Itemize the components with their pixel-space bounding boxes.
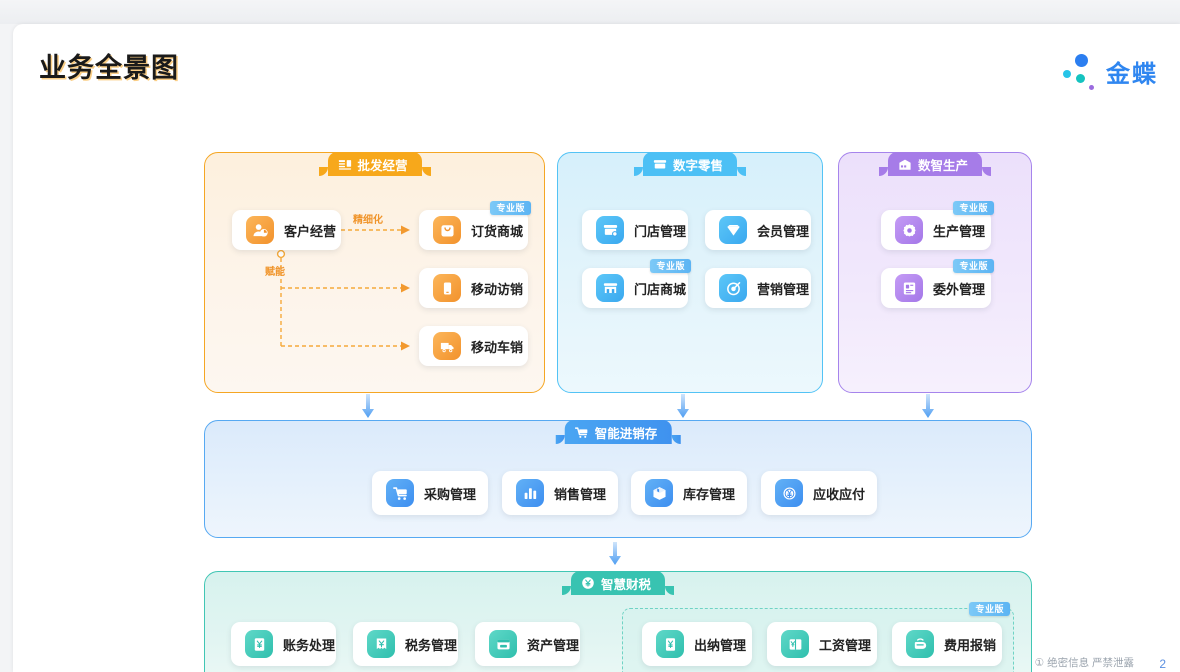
card-mobile-visit[interactable]: 移动访销 <box>419 268 528 308</box>
window-top-bar <box>0 0 1180 24</box>
payable-coin-icon <box>775 479 803 507</box>
mobile-visit-icon <box>433 274 461 302</box>
card-marketing-manage[interactable]: 营销管理 <box>705 268 811 308</box>
card-store-manage[interactable]: 门店管理 <box>582 210 688 250</box>
brand-logo: 金蝶 <box>1062 52 1158 90</box>
brand-name: 金蝶 <box>1106 60 1158 88</box>
shop-counter-icon <box>337 157 351 171</box>
pro-badge: 专业版 <box>650 259 691 273</box>
cashier-icon <box>656 630 684 658</box>
panel-wholesale-title: 批发经营 <box>357 158 408 173</box>
panel-manufacturing-title: 数智生产 <box>917 158 969 173</box>
slide-page: 业务全景图 金蝶 批发经营 <box>13 24 1180 672</box>
card-customer-ops[interactable]: 客户经营 <box>232 210 341 250</box>
panel-wholesale[interactable]: 批发经营 精细化 赋能 <box>204 152 545 393</box>
order-mall-icon <box>433 216 461 244</box>
expense-icon <box>906 630 934 658</box>
factory-icon <box>898 157 912 171</box>
yuan-circle-icon <box>581 576 595 590</box>
panel-inventory-header: 智能进销存 <box>555 420 680 444</box>
panel-inventory-title: 智能进销存 <box>594 426 658 441</box>
card-label: 会员管理 <box>757 223 810 239</box>
card-tax-manage[interactable]: 税务管理 <box>353 622 458 666</box>
card-label: 客户经营 <box>284 223 337 239</box>
page-title: 业务全景图 <box>39 53 179 83</box>
gear-icon <box>895 216 923 244</box>
card-label: 销售管理 <box>554 486 607 502</box>
card-outsource-manage[interactable]: 专业版 委外管理 <box>881 259 994 308</box>
card-expense-reimburse[interactable]: 费用报销 <box>892 622 1002 666</box>
card-asset-manage[interactable]: 资产管理 <box>475 622 580 666</box>
panel-finance[interactable]: 智慧财税 专业版 账务处理 税务管理 资产 <box>204 571 1032 672</box>
purchase-cart-icon <box>386 479 414 507</box>
connector-label-refine: 精细化 <box>353 215 383 226</box>
panel-retail[interactable]: 数字零售 门店管理 会员管理 专业版 门店商城 <box>557 152 823 393</box>
panel-finance-header: 智慧财税 <box>561 571 675 595</box>
pro-badge: 专业版 <box>969 602 1010 616</box>
card-receivable-payable[interactable]: 应收应付 <box>761 471 877 515</box>
pro-badge: 专业版 <box>953 259 994 273</box>
card-payroll-manage[interactable]: 工资管理 <box>767 622 877 666</box>
card-label: 税务管理 <box>405 637 458 653</box>
tax-icon <box>367 630 395 658</box>
panel-retail-header: 数字零售 <box>633 152 747 176</box>
card-member-manage[interactable]: 会员管理 <box>705 210 811 250</box>
payroll-icon <box>781 630 809 658</box>
card-label: 门店管理 <box>634 223 687 239</box>
flow-arrow-manufacturing-down <box>922 394 934 418</box>
member-diamond-icon <box>719 216 747 244</box>
panel-inventory[interactable]: 智能进销存 采购管理 销售管理 库存管理 <box>204 420 1032 538</box>
card-mobile-van[interactable]: 移动车销 <box>419 326 528 366</box>
cart-icon <box>574 425 589 439</box>
card-production-manage[interactable]: 专业版 生产管理 <box>881 201 994 250</box>
customer-icon <box>246 216 274 244</box>
sales-bars-icon <box>516 479 544 507</box>
card-label: 库存管理 <box>683 486 736 502</box>
card-sales-manage[interactable]: 销售管理 <box>502 471 618 515</box>
card-label: 费用报销 <box>944 637 997 653</box>
card-label: 移动车销 <box>471 339 524 355</box>
card-order-mall[interactable]: 专业版 订货商城 <box>419 201 531 250</box>
asset-icon <box>489 630 517 658</box>
card-accounting[interactable]: 账务处理 <box>231 622 336 666</box>
pro-badge: 专业版 <box>490 201 531 215</box>
marketing-target-icon <box>719 274 747 302</box>
card-inventory-manage[interactable]: 库存管理 <box>631 471 747 515</box>
kingdee-dots-icon <box>1062 52 1098 90</box>
store-manage-icon <box>596 216 624 244</box>
card-label: 生产管理 <box>933 223 986 239</box>
card-purchase-manage[interactable]: 采购管理 <box>372 471 488 515</box>
card-label: 委外管理 <box>933 281 986 297</box>
flow-arrow-wholesale-down <box>362 394 374 418</box>
connector-label-empower: 赋能 <box>265 267 285 278</box>
panel-manufacturing[interactable]: 数智生产 专业版 生产管理 专业版 委外管理 <box>838 152 1032 393</box>
page-number: 2 <box>1159 657 1166 671</box>
card-cashier-manage[interactable]: 出纳管理 <box>642 622 752 666</box>
box-icon <box>645 479 673 507</box>
flow-arrow-inventory-down <box>609 542 621 565</box>
ledger-icon <box>245 630 273 658</box>
card-label: 资产管理 <box>527 637 580 653</box>
pro-badge: 专业版 <box>953 201 994 215</box>
card-label: 应收应付 <box>813 486 866 502</box>
card-label: 订货商城 <box>471 223 524 239</box>
card-label: 出纳管理 <box>694 637 747 653</box>
panel-retail-title: 数字零售 <box>672 158 724 173</box>
card-label: 移动访销 <box>471 281 524 297</box>
store-mall-icon <box>596 274 624 302</box>
storefront-icon <box>653 157 667 171</box>
card-label: 账务处理 <box>283 637 336 653</box>
card-label: 采购管理 <box>424 486 477 502</box>
mobile-van-icon <box>433 332 461 360</box>
card-store-mall[interactable]: 专业版 门店商城 <box>582 259 691 308</box>
panel-wholesale-header: 批发经营 <box>318 152 431 176</box>
card-label: 门店商城 <box>634 281 687 297</box>
card-label: 工资管理 <box>819 637 872 653</box>
flow-arrow-retail-down <box>677 394 689 418</box>
outsource-doc-icon <box>895 274 923 302</box>
panel-manufacturing-header: 数智生产 <box>878 152 992 176</box>
card-label: 营销管理 <box>757 281 810 297</box>
confidential-note: ① 绝密信息 严禁泄露 <box>1034 657 1134 669</box>
panel-finance-title: 智慧财税 <box>600 577 652 592</box>
